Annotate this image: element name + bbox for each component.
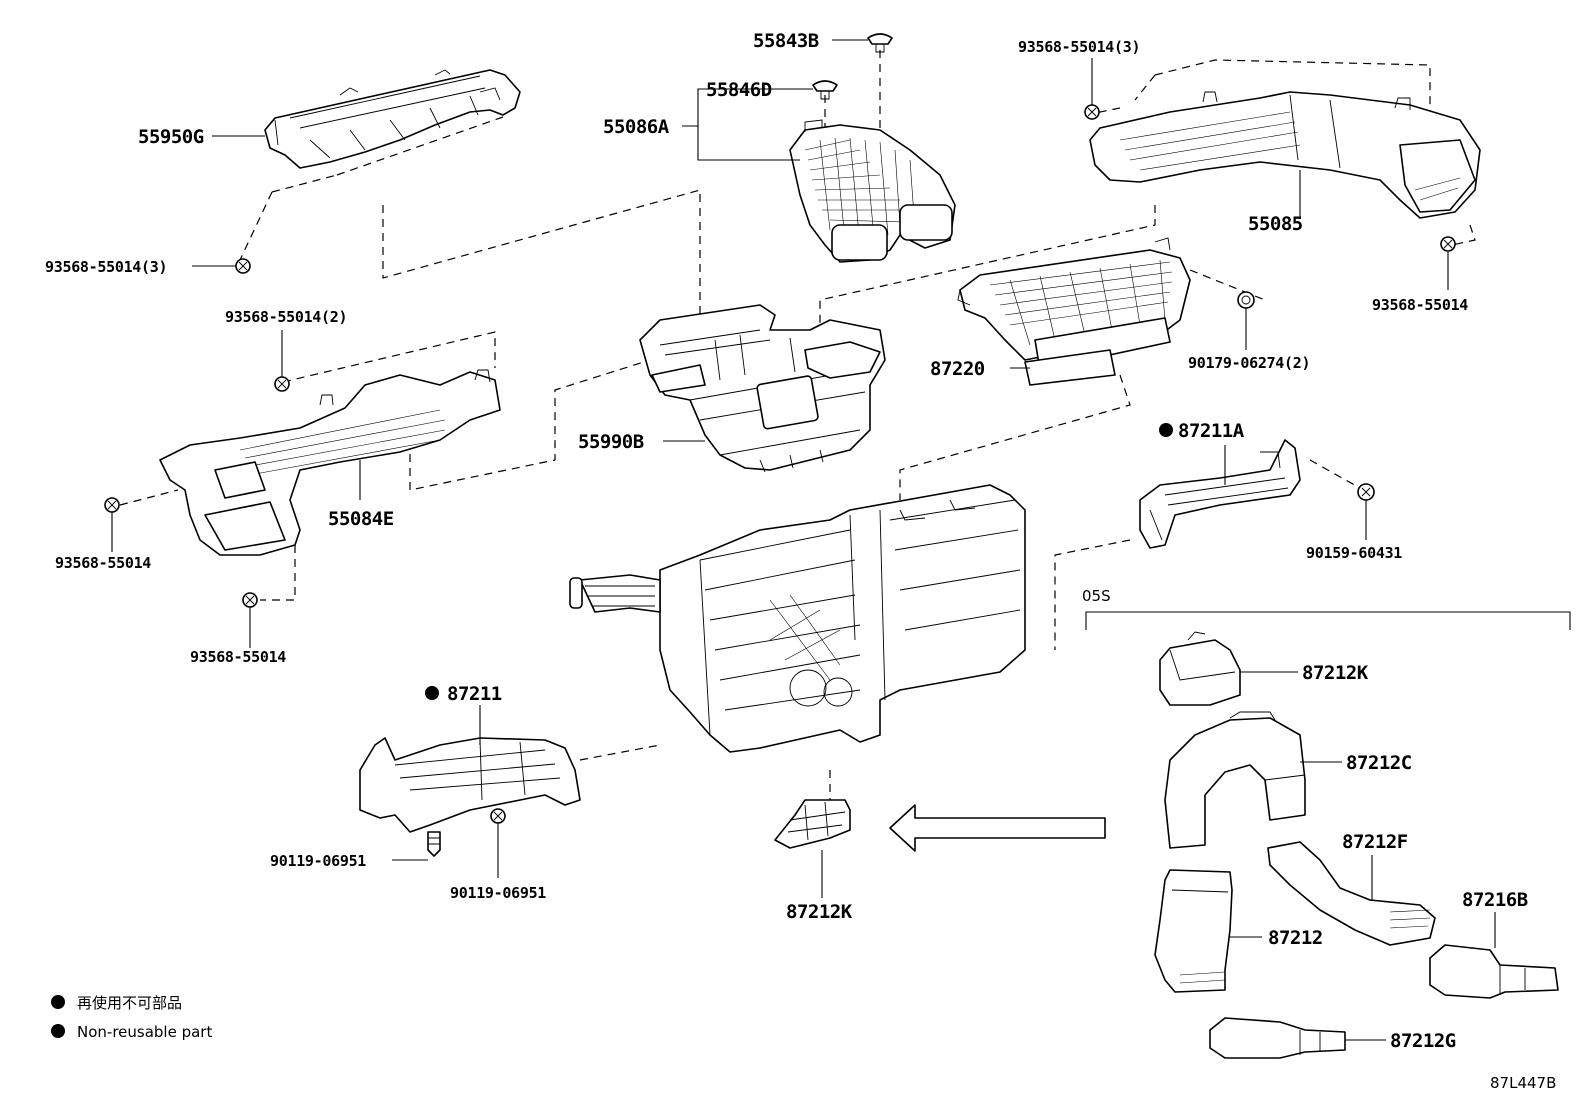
label-93568-top-right: 93568-55014(3) (1018, 38, 1140, 56)
label-55846D: 55846D (706, 79, 772, 101)
fastener-93568-left-a (104, 497, 120, 513)
label-87212C: 87212C (1346, 752, 1412, 774)
part-87212C-duct (1164, 711, 1306, 849)
part-87212F-duct (1267, 841, 1436, 946)
part-87212K-duct-lower (774, 799, 851, 849)
part-90119-bolt-a (427, 831, 441, 857)
direction-arrow (889, 804, 1106, 852)
part-87216B-duct (1429, 944, 1559, 999)
label-55990B: 55990B (578, 431, 644, 453)
part-87220-case (957, 237, 1191, 386)
part-55846D-clip (812, 80, 838, 100)
non-reusable-marker-87211 (425, 686, 439, 700)
legend: 再使用不可部品 Non-reusable part (51, 994, 212, 1041)
label-05S: 05S (1082, 587, 1111, 605)
label-87216B: 87216B (1462, 889, 1528, 911)
label-55950G: 55950G (138, 126, 204, 148)
label-90119-b: 90119-06951 (450, 884, 546, 902)
part-55086A-duct (789, 119, 956, 263)
part-55084E-duct (159, 369, 501, 556)
part-55085-duct (1089, 91, 1481, 219)
part-87211A-bracket (1139, 439, 1301, 549)
label-87212K-bottom: 87212K (786, 901, 853, 923)
leader-lines (111, 39, 1496, 1041)
label-55086A: 55086A (603, 116, 670, 138)
label-87211: 87211 (447, 683, 502, 705)
label-90119-a: 90119-06951 (270, 852, 366, 870)
fastener-93568-top-right (1084, 104, 1100, 120)
fastener-93568-2 (274, 376, 290, 392)
legend-line-2: Non-reusable part (77, 1023, 212, 1041)
fastener-93568-top-left (235, 258, 251, 274)
part-90159-bolt (1357, 483, 1375, 501)
label-55085: 55085 (1248, 213, 1303, 235)
part-90179-nut (1237, 291, 1255, 309)
label-55084E: 55084E (328, 508, 394, 530)
part-87212G-duct (1209, 1017, 1346, 1059)
part-55990B-box (639, 304, 886, 473)
hvac-unit-assembly (569, 484, 1026, 753)
legend-line-1: 再使用不可部品 (77, 994, 182, 1012)
fastener-93568-right (1440, 236, 1456, 252)
label-87212: 87212 (1268, 927, 1323, 949)
part-55843B-clip (867, 33, 893, 53)
legend-marker-1 (51, 995, 65, 1009)
label-87211A: 87211A (1178, 420, 1245, 442)
label-90159: 90159-60431 (1306, 544, 1402, 562)
label-93568-left-b: 93568-55014 (190, 648, 286, 666)
05S-bracket (1085, 611, 1571, 630)
label-87220: 87220 (930, 358, 985, 380)
label-93568-left-a: 93568-55014 (55, 554, 151, 572)
label-87212F: 87212F (1342, 831, 1408, 853)
diagram-code: 87L447B (1490, 1074, 1556, 1092)
label-93568-2: 93568-55014(2) (225, 308, 347, 326)
part-labels: 55843B 55846D 55086A 55950G 93568-55014(… (45, 30, 1528, 1052)
fastener-93568-left-b (242, 592, 258, 608)
label-93568-top-left: 93568-55014(3) (45, 258, 167, 276)
label-55843B: 55843B (753, 30, 819, 52)
label-87212G: 87212G (1390, 1030, 1456, 1052)
legend-marker-2 (51, 1024, 65, 1038)
non-reusable-marker-87211A (1159, 423, 1173, 437)
label-87212K-right: 87212K (1302, 662, 1369, 684)
part-90119-bolt-b (490, 808, 506, 824)
label-93568-right: 93568-55014 (1372, 296, 1468, 314)
part-55950G-cover (264, 69, 521, 169)
part-87212-duct (1154, 869, 1233, 993)
part-87211-bracket (359, 737, 581, 833)
part-87212K-duct-upper (1159, 631, 1241, 706)
label-90179: 90179-06274(2) (1188, 354, 1310, 372)
